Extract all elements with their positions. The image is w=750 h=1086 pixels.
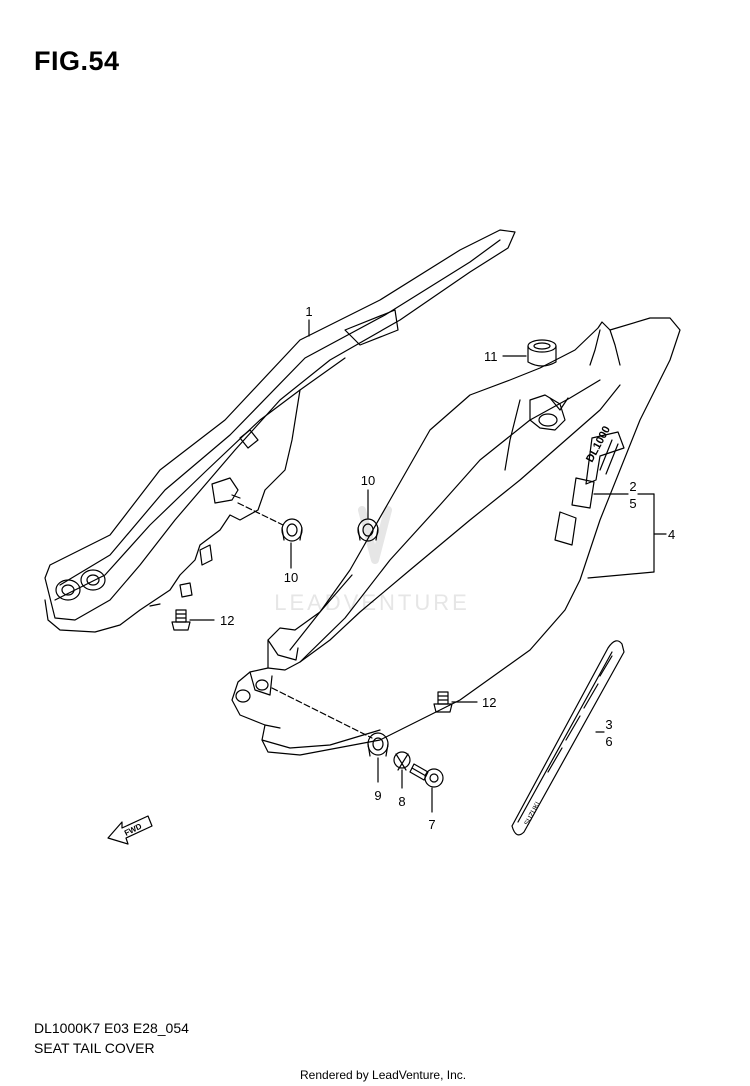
part-1-seat-tail-cover-left[interactable] bbox=[44, 229, 516, 633]
fwd-arrow-icon bbox=[107, 815, 153, 845]
callout-11[interactable]: 11 bbox=[484, 349, 498, 364]
part-11-rubber[interactable] bbox=[527, 339, 557, 367]
part-10-grommet-a[interactable] bbox=[281, 518, 303, 542]
model-badge-decal: DL1000 bbox=[584, 424, 613, 464]
render-credit: Rendered by LeadVenture, Inc. bbox=[300, 1068, 467, 1082]
callout-10-b[interactable]: 10 bbox=[361, 473, 375, 488]
part-10-grommet-b[interactable] bbox=[357, 518, 379, 542]
callout-2[interactable]: 2 bbox=[629, 479, 636, 494]
part-12-screw-a[interactable] bbox=[171, 609, 191, 631]
callout-7[interactable]: 7 bbox=[428, 817, 435, 832]
brand-badge-decal: SUZUKI bbox=[524, 801, 542, 827]
callout-8[interactable]: 8 bbox=[398, 794, 405, 809]
diagram-code: DL1000K7 E03 E28_054 bbox=[34, 1020, 189, 1036]
callout-4[interactable]: 4 bbox=[668, 527, 675, 542]
part-9-grommet[interactable] bbox=[367, 732, 389, 757]
part-7-bolt[interactable] bbox=[409, 763, 444, 788]
part-4-seat-tail-cover-right[interactable] bbox=[231, 317, 681, 756]
part-8-collar[interactable] bbox=[393, 751, 411, 771]
part-3-stripe-decal[interactable] bbox=[511, 640, 625, 836]
part-12-screw-b[interactable] bbox=[433, 691, 453, 713]
fwd-label: FWD bbox=[123, 822, 144, 838]
callout-6[interactable]: 6 bbox=[605, 734, 612, 749]
callout-10-a[interactable]: 10 bbox=[284, 570, 298, 585]
callout-1[interactable]: 1 bbox=[305, 304, 312, 319]
figure-title: FIG.54 bbox=[34, 46, 120, 76]
callout-12-a[interactable]: 12 bbox=[220, 613, 234, 628]
callout-12-b[interactable]: 12 bbox=[482, 695, 496, 710]
diagram-name: SEAT TAIL COVER bbox=[34, 1040, 155, 1056]
callout-3[interactable]: 3 bbox=[605, 717, 612, 732]
callout-9[interactable]: 9 bbox=[374, 788, 381, 803]
callout-5[interactable]: 5 bbox=[629, 496, 636, 511]
